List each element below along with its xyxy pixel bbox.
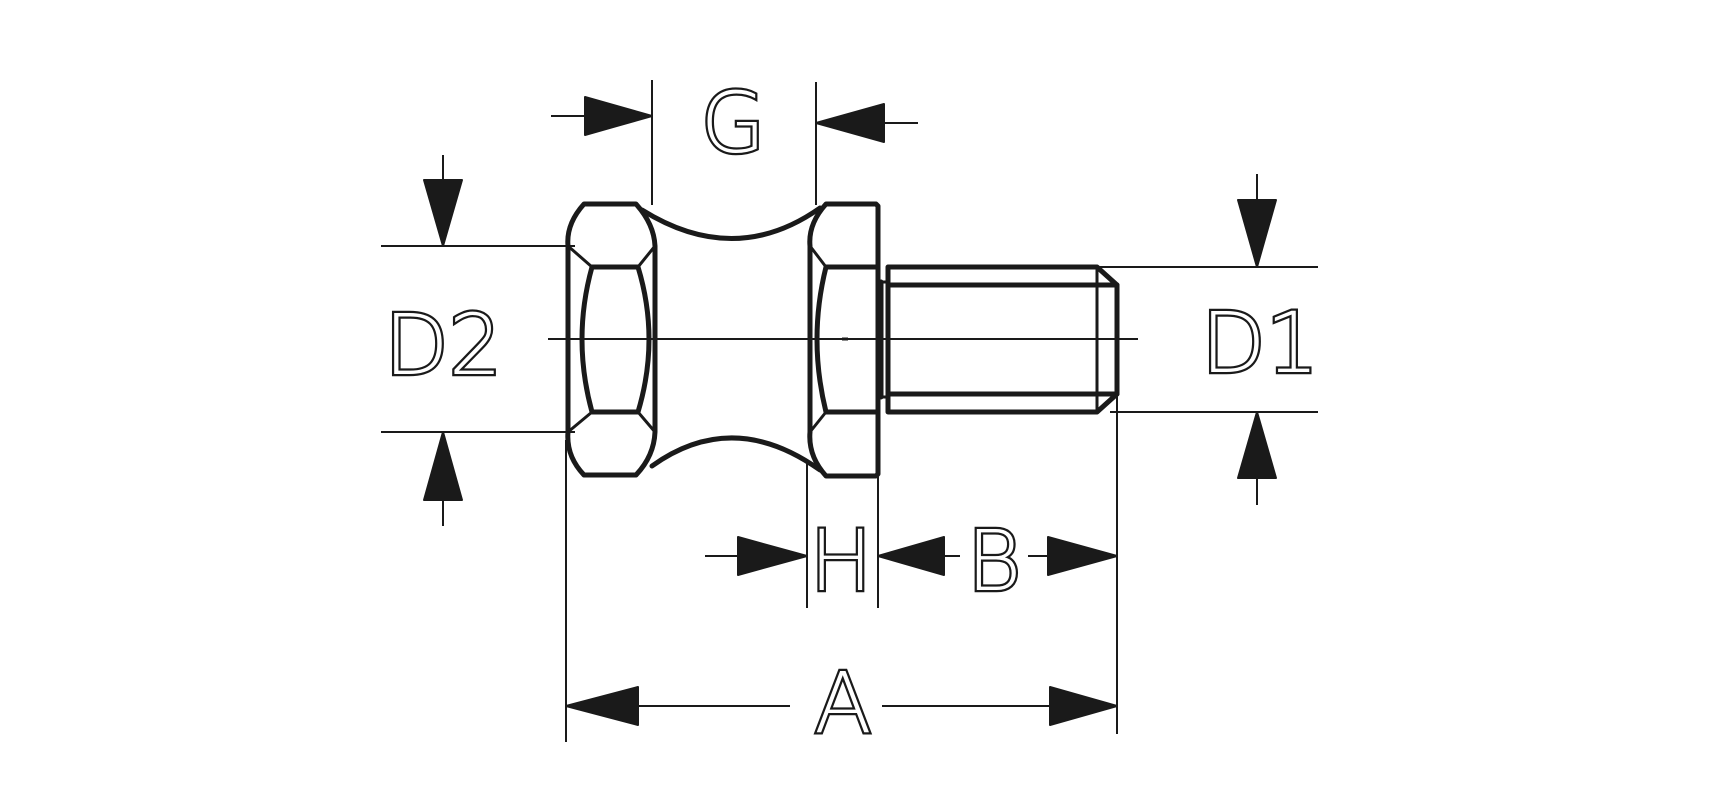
left-hex-chamfer-bottom xyxy=(567,410,657,434)
concave-neck xyxy=(639,205,823,473)
left-hex-face-right xyxy=(635,264,652,415)
h-arrow-left xyxy=(737,536,808,576)
threaded-shank xyxy=(878,264,1120,415)
neck-bottom-curve xyxy=(649,435,823,473)
left-hex-nut xyxy=(565,201,658,478)
dimension-labels: G D2 D1 H B A xyxy=(382,72,1322,755)
right-hex-collar xyxy=(807,201,881,479)
d1-arrow-bottom xyxy=(1237,411,1277,479)
left-hex-chamfer-top xyxy=(567,244,657,269)
d2-arrow-bottom xyxy=(423,431,463,501)
b-arrow-left xyxy=(877,536,945,576)
a-arrow-right xyxy=(1049,686,1118,726)
arrowheads xyxy=(423,96,1277,726)
label-g: G xyxy=(700,74,765,172)
label-h: H xyxy=(809,512,872,610)
part-outline xyxy=(565,201,1120,479)
right-hex-face-left xyxy=(814,264,829,415)
label-b: B xyxy=(966,512,1021,610)
left-hex-face-left xyxy=(579,264,595,415)
d2-arrow-top xyxy=(423,179,463,247)
b-arrow-right xyxy=(1047,536,1118,576)
d1-arrow-top xyxy=(1237,199,1277,268)
neck-top-curve xyxy=(639,205,823,241)
a-arrow-left xyxy=(565,686,639,726)
left-hex-outer xyxy=(565,201,658,478)
right-hex-chamfer-bottom xyxy=(808,411,828,433)
label-a: A xyxy=(814,654,871,752)
right-hex-outer xyxy=(807,201,881,479)
extension-lines xyxy=(381,80,1318,742)
label-d1: D1 xyxy=(1201,294,1319,392)
right-hex-chamfer-top xyxy=(808,245,828,268)
g-arrow-right xyxy=(815,103,885,143)
g-arrow-left xyxy=(584,96,653,136)
label-d2: D2 xyxy=(384,296,502,394)
